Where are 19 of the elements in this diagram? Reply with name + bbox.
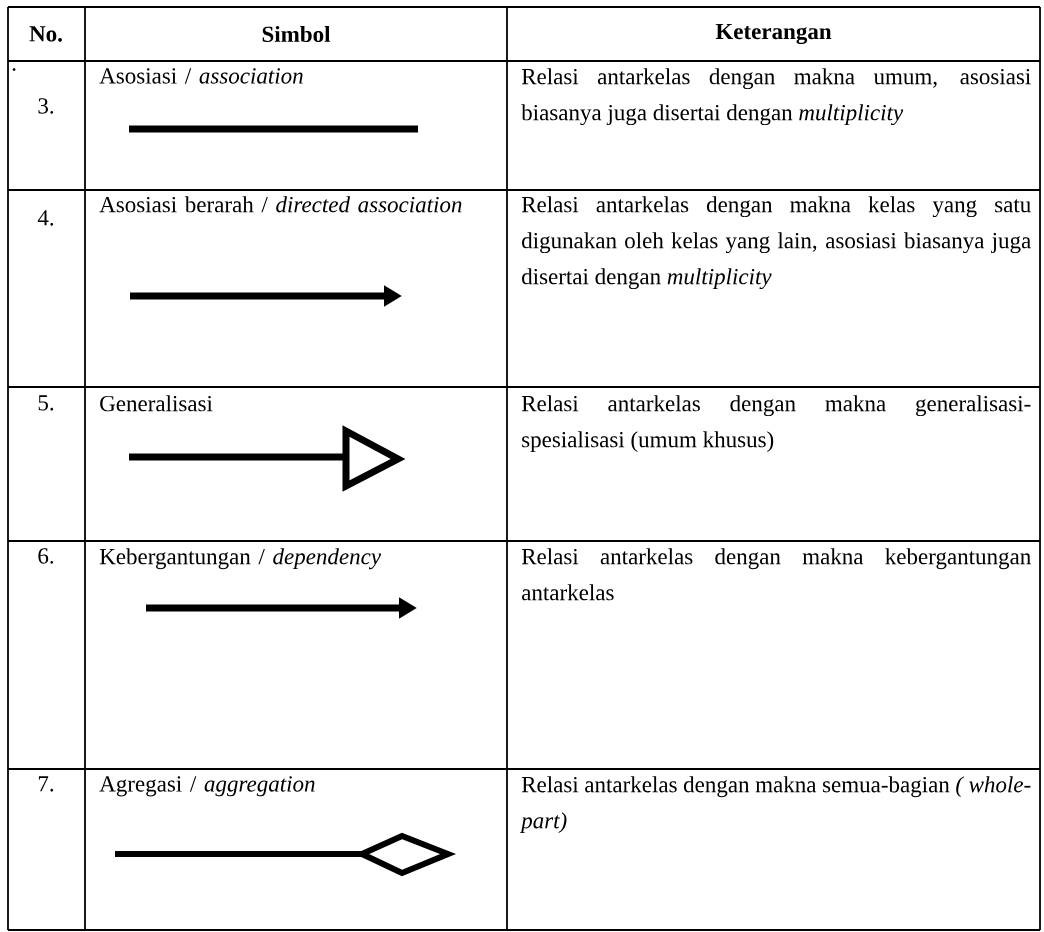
column-header: No. bbox=[29, 26, 62, 42]
row-number: 5. bbox=[38, 395, 54, 411]
description-text: Relasi antarkelas dengan makna kebergantungan antarkelas bbox=[521, 548, 1031, 601]
row-number: 3. bbox=[38, 98, 54, 114]
description-text: Relasi antarkelas dengan makna kelas yang satu digunakan oleh kelas yang lain, asosiasi biasanya juga disertai dengan multiplicity bbox=[521, 196, 1031, 290]
column-header: Simbol bbox=[262, 25, 331, 43]
symbol-name: Asosiasi berarah / directed association bbox=[99, 196, 462, 213]
row-number: 6. bbox=[38, 548, 54, 564]
description-text: Relasi antarkelas dengan makna umum, asosiasi biasanya juga disertai dengan multiplicity bbox=[521, 68, 1031, 126]
description-text: Relasi antarkelas dengan makna generalisasi-spesialisasi (umum khusus) bbox=[521, 395, 1031, 453]
symbol-name: Generalisasi bbox=[100, 395, 213, 412]
symbol-name: Asosiasi / association bbox=[99, 68, 303, 84]
stray-dot: . bbox=[12, 68, 16, 71]
column-header: Keterangan bbox=[715, 23, 832, 45]
symbol-name: Kebergantungan / dependency bbox=[99, 548, 382, 570]
description-text: Relasi antarkelas dengan makna semua-bagian ( whole-part) bbox=[519, 776, 1031, 834]
symbol-name: Agregasi / aggregation bbox=[99, 776, 315, 797]
row-number: 4. bbox=[37, 210, 54, 226]
row-number: 7. bbox=[38, 776, 54, 792]
